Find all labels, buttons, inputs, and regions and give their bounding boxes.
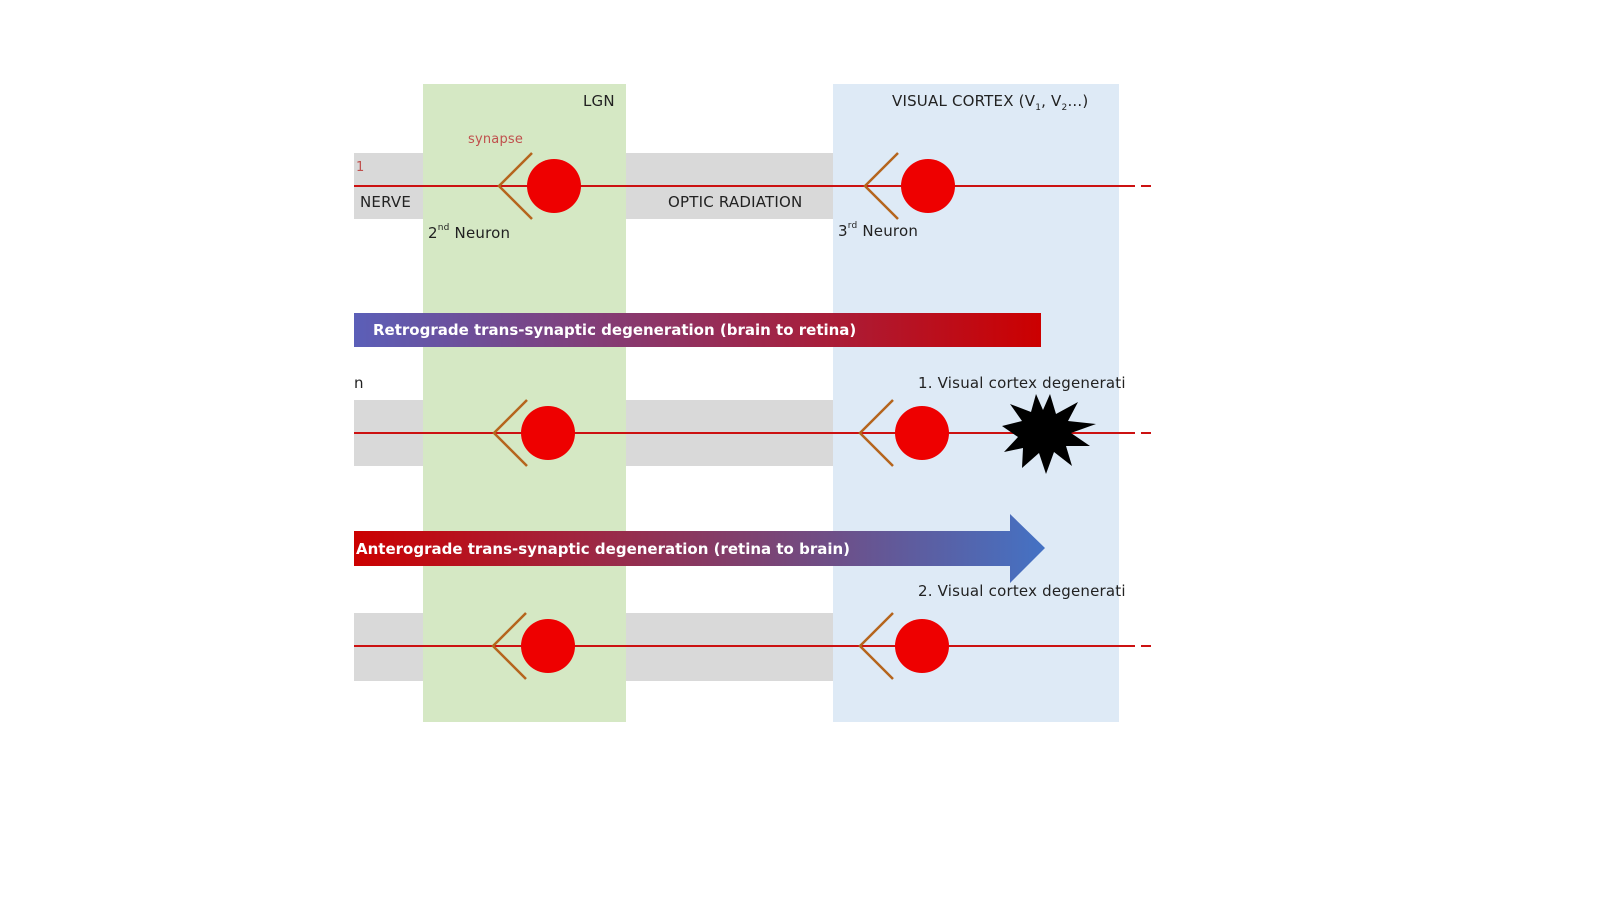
second-neuron-row3 [521, 619, 575, 673]
dendrite-lgn-row1 [497, 152, 533, 220]
third-neuron-row3 [895, 619, 949, 673]
cortical-lesion-icon [1002, 394, 1096, 474]
second-neuron-row1 [527, 159, 581, 213]
synapse-label: synapse [468, 132, 524, 147]
dendrite-lgn-row2 [492, 399, 528, 467]
dendrite-cortex-row3 [858, 612, 894, 680]
anterograde-arrow [354, 514, 1045, 583]
left-fragment-row2: n [354, 374, 364, 392]
third-neuron-row1 [901, 159, 955, 213]
lgn-label: LGN [583, 92, 615, 110]
second-neuron-row2 [521, 406, 575, 460]
second-neuron-label: 2nd Neuron [428, 223, 511, 242]
nerve-label: NERVE [360, 193, 412, 211]
retrograde-cortex-label: 1. Visual cortex degenerati [918, 374, 1126, 392]
retrograde-banner [354, 313, 1041, 347]
dendrite-cortex-row2 [858, 399, 894, 467]
third-neuron-row2 [895, 406, 949, 460]
third-neuron-label: 3rd Neuron [838, 221, 919, 240]
dendrite-cortex-row1 [863, 152, 899, 220]
left-fragment-row1: 1 [356, 160, 365, 175]
retrograde-banner-label: Retrograde trans-synaptic degeneration (… [373, 321, 857, 339]
dendrite-lgn-row3 [491, 612, 527, 680]
anterograde-cortex-label: 2. Visual cortex degenerati [918, 582, 1126, 600]
optic-radiation-label: OPTIC RADIATION [668, 193, 803, 211]
visual-cortex-region [833, 84, 1119, 722]
anterograde-banner-label: Anterograde trans-synaptic degeneration … [356, 540, 851, 558]
visual-cortex-label: VISUAL CORTEX (V1, V2...) [892, 92, 1089, 113]
